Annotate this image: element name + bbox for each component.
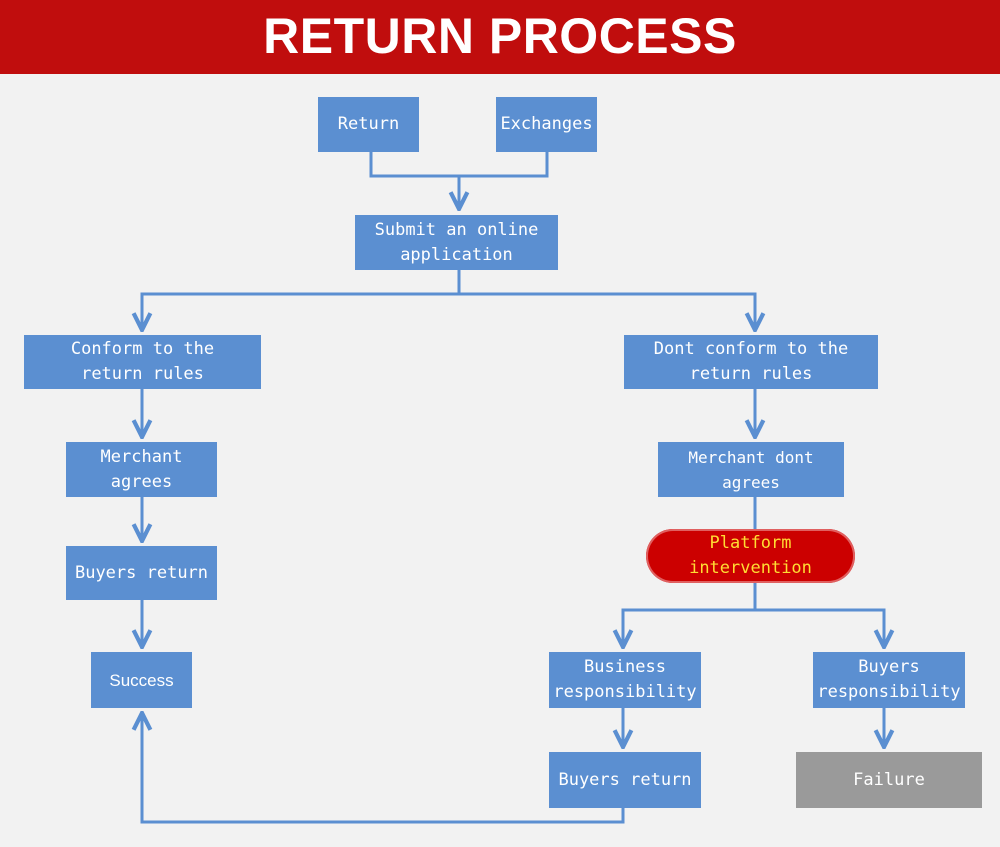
dont-conform-rules-node: Dont conform to the return rules: [624, 335, 878, 389]
business-responsibility-node: Business responsibility: [549, 652, 701, 708]
title-banner: RETURN PROCESS: [0, 0, 1000, 74]
connector-buyers-return-to-success: [142, 713, 625, 824]
buyers-responsibility-node: Buyers responsibility: [813, 652, 965, 708]
connector-submit-conform: [142, 292, 459, 330]
page-title: RETURN PROCESS: [263, 8, 737, 64]
success-node: Success: [91, 652, 192, 708]
failure-node: Failure: [796, 752, 982, 808]
connector-return-submit: [369, 152, 459, 209]
connector-platform-business: [623, 608, 755, 647]
submit-application-node: Submit an online application: [355, 215, 558, 270]
buyers-return-left-node: Buyers return: [66, 546, 217, 600]
platform-intervention-node: Platform intervention: [646, 529, 855, 583]
connector-platform-buyers-resp: [755, 608, 884, 647]
merchant-agrees-node: Merchant agrees: [66, 442, 217, 497]
exchanges-node: Exchanges: [496, 97, 597, 152]
conform-rules-node: Conform to the return rules: [24, 335, 261, 389]
buyers-return-right-node: Buyers return: [549, 752, 701, 808]
return-node: Return: [318, 97, 419, 152]
merchant-dont-agrees-node: Merchant dont agrees: [658, 442, 844, 497]
connector-submit-dont-conform: [459, 292, 755, 330]
connector-exchanges-submit: [459, 152, 549, 178]
